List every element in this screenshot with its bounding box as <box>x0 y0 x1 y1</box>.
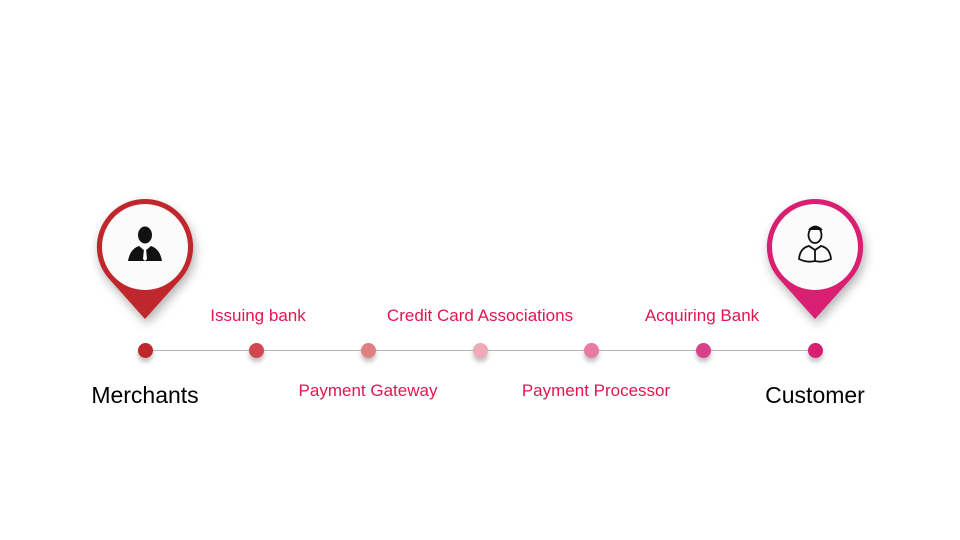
merchants-pin <box>95 197 195 321</box>
person-icon <box>798 225 832 263</box>
timeline-node-credit-card-associations <box>472 343 488 358</box>
timeline-node-merchants <box>137 343 153 358</box>
timeline-node-customer <box>807 343 823 358</box>
step-label-acquiring-bank: Acquiring Bank <box>644 306 760 325</box>
timeline-node-issuing-bank <box>248 343 264 358</box>
endpoint-label-customer: Customer <box>765 382 865 408</box>
endpoint-label-merchants: Merchants <box>91 382 199 408</box>
businessman-icon <box>128 226 162 261</box>
step-label-payment-gateway: Payment Gateway <box>298 381 438 400</box>
step-label-payment-processor: Payment Processor <box>521 381 671 400</box>
timeline-node-payment-processor <box>583 343 599 358</box>
step-label-issuing-bank: Issuing bank <box>210 306 306 325</box>
timeline-node-acquiring-bank <box>695 343 711 358</box>
timeline-node-payment-gateway <box>360 343 376 358</box>
step-label-credit-card-associations: Credit Card Associations <box>386 306 574 325</box>
customer-pin <box>765 197 865 321</box>
